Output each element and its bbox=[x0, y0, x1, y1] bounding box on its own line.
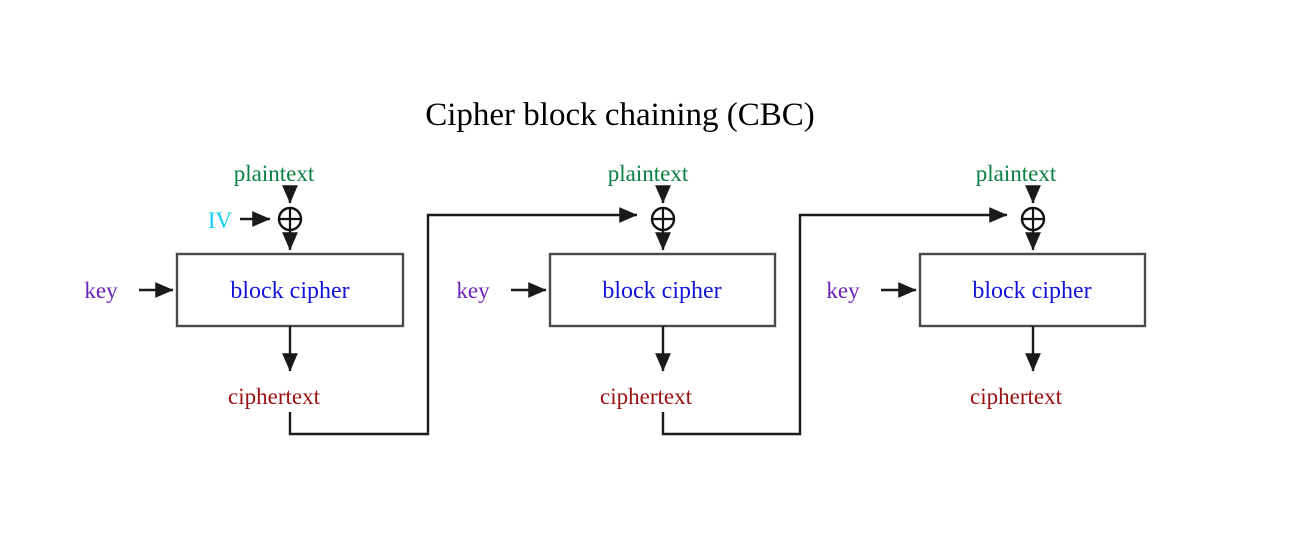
key-label-3: key bbox=[826, 278, 860, 303]
ciphertext-label-1: ciphertext bbox=[228, 384, 321, 409]
ciphertext-label-3: ciphertext bbox=[970, 384, 1063, 409]
xor-gate-2 bbox=[650, 206, 676, 232]
plaintext-label-1: plaintext bbox=[234, 161, 315, 186]
ciphertext-label-2: ciphertext bbox=[600, 384, 693, 409]
plaintext-label-2: plaintext bbox=[608, 161, 689, 186]
cbc-stage-2: plaintext block cipher key ciphertext bbox=[456, 161, 1008, 436]
feedback-wire-2-to-3 bbox=[661, 207, 1008, 436]
xor-gate-3 bbox=[1020, 206, 1046, 232]
key-label-2: key bbox=[456, 278, 490, 303]
key-label-1: key bbox=[84, 278, 118, 303]
block-cipher-box-1 bbox=[175, 252, 405, 328]
xor-gate-1 bbox=[277, 206, 303, 232]
cbc-stage-1: plaintext IV block cipher key ciphertext bbox=[84, 161, 638, 436]
block-cipher-label-2: block cipher bbox=[602, 278, 721, 304]
feedback-wire-1-to-2 bbox=[288, 207, 638, 436]
block-cipher-label-3: block cipher bbox=[972, 278, 1091, 304]
diagram-title: Cipher block chaining (CBC) bbox=[425, 97, 815, 133]
iv-label-1: IV bbox=[208, 208, 233, 233]
plaintext-label-3: plaintext bbox=[976, 161, 1057, 186]
block-cipher-box-3 bbox=[918, 252, 1147, 328]
cbc-stage-3: plaintext block cipher key ciphertext bbox=[826, 161, 1147, 409]
block-cipher-label-1: block cipher bbox=[230, 278, 349, 304]
